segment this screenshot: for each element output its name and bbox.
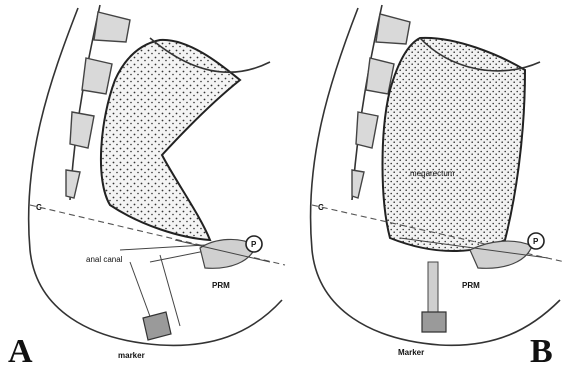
panel-letter-a: A bbox=[8, 333, 33, 367]
panel-a: C anal canal PRM P marker A bbox=[8, 5, 285, 367]
label-p: P bbox=[533, 237, 539, 246]
megarectum bbox=[383, 38, 526, 251]
vertebra bbox=[82, 58, 112, 94]
label-megarectum: megarectum bbox=[410, 169, 455, 178]
label-anal-canal: anal canal bbox=[86, 255, 123, 264]
rectum bbox=[101, 40, 240, 240]
panel-letter-b: B bbox=[530, 333, 553, 367]
vertebra bbox=[70, 112, 94, 148]
label-c: C bbox=[36, 203, 42, 212]
anal-canal-line bbox=[120, 245, 205, 250]
label-marker: Marker bbox=[398, 348, 424, 357]
marker-stem bbox=[428, 262, 438, 312]
panel-b: C megarectum PRM P Marker B bbox=[311, 5, 565, 367]
label-prm: PRM bbox=[212, 281, 230, 290]
label-c: C bbox=[318, 203, 324, 212]
label-marker: marker bbox=[118, 351, 145, 360]
marker-tube bbox=[143, 312, 171, 340]
vertebra bbox=[94, 12, 130, 42]
marker-tube bbox=[422, 312, 446, 332]
label-prm: PRM bbox=[462, 281, 480, 290]
vertebra bbox=[376, 14, 410, 44]
label-p: P bbox=[251, 240, 257, 249]
vertebra bbox=[352, 170, 364, 198]
vertebra bbox=[66, 170, 80, 198]
vertebra bbox=[356, 112, 378, 148]
